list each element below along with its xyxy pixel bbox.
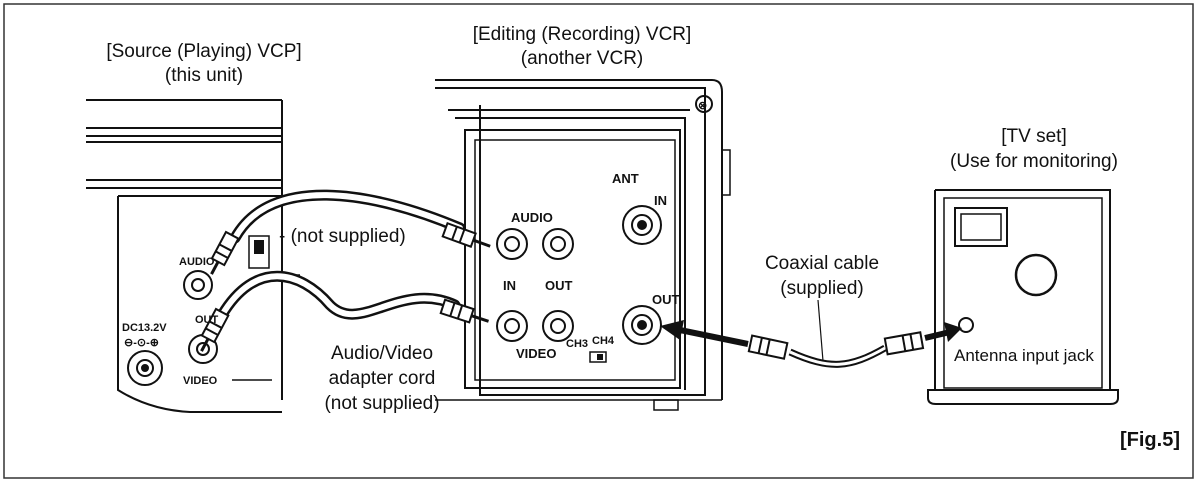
av-cord-label-1: Audio/Video xyxy=(331,343,433,364)
tv-knob xyxy=(1014,253,1058,297)
vcr-ant-out-label: OUT xyxy=(652,292,680,307)
coax-cable xyxy=(747,299,925,368)
video-plug-left xyxy=(200,307,230,352)
vcp-dc-label: DC13.2V xyxy=(122,322,167,334)
av-cord-label-2: adapter cord xyxy=(329,368,436,389)
vcp-out-label: OUT xyxy=(195,314,219,326)
tv-title: [TV set] xyxy=(1001,126,1066,147)
vcr-audio-in-jack xyxy=(496,228,528,260)
vcr-in-label: IN xyxy=(503,278,516,293)
arrow-to-antenna-jack xyxy=(924,322,962,342)
not-supplied-label: - (not supplied) xyxy=(279,226,406,247)
vcp-audio-label: AUDIO xyxy=(179,256,215,268)
vcr-video-out-jack xyxy=(542,310,574,342)
tv-subtitle: (Use for monitoring) xyxy=(950,151,1118,172)
source-vcp xyxy=(86,99,300,413)
arrow-to-vcr-out xyxy=(660,320,749,347)
vcr-ant-in-label: IN xyxy=(654,193,667,208)
video-cable xyxy=(216,270,461,321)
vcp-polarity-label: ⊖-⊙-⊕ xyxy=(124,337,159,349)
figure-frame xyxy=(3,3,1194,479)
vcr-audio-label: AUDIO xyxy=(511,210,553,225)
coax-label-1: Coaxial cable xyxy=(765,253,879,274)
vcr-ant-out-jack xyxy=(622,305,662,345)
vcr-video-label: VIDEO xyxy=(516,346,556,361)
vcr-screw-icon: ⊗ xyxy=(698,100,707,112)
coax-label-2: (supplied) xyxy=(780,278,863,299)
antenna-input-jack xyxy=(958,317,974,333)
audio-plug-right xyxy=(441,221,491,248)
av-cord-label-3: (not supplied) xyxy=(324,393,439,414)
vcr-ch3-label: CH3 xyxy=(566,338,588,350)
antenna-jack-label: Antenna input jack xyxy=(954,346,1094,365)
audio-plug-left xyxy=(210,230,240,275)
vcr-audio-out-jack xyxy=(542,228,574,260)
vcr-ant-label: ANT xyxy=(612,171,639,186)
source-title: [Source (Playing) VCP] xyxy=(106,41,301,62)
editing-subtitle: (another VCR) xyxy=(521,48,644,69)
dc-jack xyxy=(127,350,163,386)
vcp-video-label: VIDEO xyxy=(183,375,218,387)
vcr-out-label: OUT xyxy=(545,278,573,293)
source-subtitle: (this unit) xyxy=(165,65,243,86)
tv-set xyxy=(927,189,1119,405)
figure-number: [Fig.5] xyxy=(1120,429,1180,451)
vcp-audio-jack xyxy=(183,270,213,300)
editing-vcr xyxy=(435,79,731,411)
editing-title: [Editing (Recording) VCR] xyxy=(473,24,692,45)
vcr-ch4-label: CH4 xyxy=(592,335,615,347)
video-plug-right xyxy=(439,298,489,324)
vcr-video-in-jack xyxy=(496,310,528,342)
vcr-ant-in-jack xyxy=(622,205,662,245)
audio-cable xyxy=(229,189,466,244)
